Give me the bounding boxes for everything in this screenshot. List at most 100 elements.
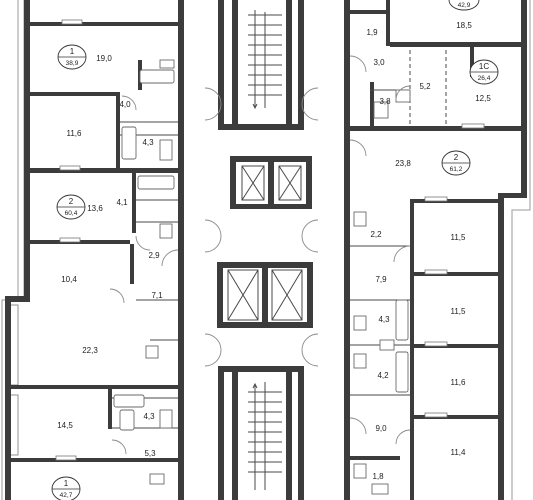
door-swing-icon	[111, 439, 127, 455]
window-icon	[424, 412, 448, 418]
core-wall	[218, 368, 224, 500]
bathtub-icon	[137, 175, 175, 190]
toilet-icon	[353, 353, 367, 369]
room-area-label: 3,8	[379, 97, 391, 106]
corridor-wall	[344, 0, 350, 500]
core-wall	[218, 0, 224, 130]
exterior-wall	[5, 300, 11, 500]
right-apartment-block	[344, 0, 531, 500]
partition-wall	[116, 96, 120, 168]
lift-wall	[262, 262, 268, 328]
room-area-label: 4,0	[119, 100, 131, 109]
central-core	[204, 0, 319, 500]
window-icon	[59, 165, 81, 171]
room-area-label: 10,4	[61, 275, 77, 284]
room-area-label: 1,8	[372, 472, 384, 481]
elevator-shaft	[278, 165, 302, 201]
apartment-area: 38,9	[66, 60, 79, 67]
thin-partition	[112, 121, 178, 429]
bathtub-icon	[119, 409, 135, 431]
door-swing-icon	[301, 87, 319, 121]
apartment-area: 61,2	[450, 166, 463, 173]
room-area-label: 9,0	[375, 424, 387, 433]
window-icon	[61, 19, 83, 25]
partition-wall	[412, 344, 498, 348]
elevator-cross-icon	[271, 269, 303, 321]
bathtub-icon	[121, 126, 137, 160]
toilet-icon	[159, 139, 173, 161]
door-swing-icon	[109, 288, 125, 304]
window-icon	[424, 196, 448, 202]
room-area-label: 2,9	[148, 251, 160, 260]
room-area-label: 22,3	[82, 346, 98, 355]
door-swing-icon	[204, 219, 222, 253]
elevator-shaft	[241, 165, 265, 201]
room-area-label: 4,3	[378, 315, 390, 324]
core-wall	[218, 124, 304, 130]
bathtub-icon	[113, 394, 145, 408]
room-area-label: 3,0	[373, 58, 385, 67]
door-swing-icon	[349, 417, 367, 435]
door-swing-icon	[349, 139, 367, 157]
window-icon	[461, 123, 485, 129]
elevator-shaft	[271, 269, 303, 321]
partition-wall	[412, 415, 498, 419]
core-wall	[298, 368, 304, 500]
apartment-badge: 1С 26,4	[469, 59, 499, 85]
room-area-label: 23,8	[395, 159, 411, 168]
room-area-label: 4,2	[377, 371, 389, 380]
apartment-badge: 42,9	[448, 0, 480, 11]
lift-wall	[230, 204, 312, 209]
lift-wall	[230, 156, 236, 208]
room-area-label: 7,1	[151, 291, 163, 300]
door-swing-icon	[121, 95, 137, 111]
door-swing-icon	[161, 249, 179, 267]
sink-icon	[159, 59, 175, 69]
room-area-label: 11,6	[451, 378, 467, 387]
door-swing-icon	[204, 333, 222, 367]
bathtub-icon	[395, 351, 409, 393]
elevator-cross-icon	[227, 269, 259, 321]
room-area-label: 4,3	[143, 412, 155, 421]
partition-wall	[30, 168, 178, 173]
apartment-badge: 2 61,2	[441, 150, 471, 176]
door-swing-icon	[395, 85, 411, 101]
partition-wall	[470, 47, 474, 77]
window-strip	[9, 304, 19, 386]
elevator-cross-icon	[241, 165, 265, 201]
room-area-label: 5,3	[144, 449, 156, 458]
apartment-badge: 1 38,9	[57, 44, 87, 70]
toilet-icon	[159, 223, 173, 239]
left-apartment-block	[1, 0, 184, 500]
door-swing-icon	[301, 333, 319, 367]
partition-wall	[30, 22, 178, 26]
room-area-label: 2,2	[370, 230, 382, 239]
door-swing-icon	[349, 55, 367, 73]
sink-icon	[379, 339, 395, 351]
window-strip	[9, 394, 19, 456]
apartment-room-count: 1	[64, 479, 69, 488]
partition-wall	[11, 385, 178, 389]
exterior-wall	[24, 0, 30, 300]
exterior-wall	[5, 296, 30, 302]
dashed-divider	[409, 50, 447, 126]
apartment-badge: 2 60,4	[56, 194, 86, 220]
door-swing-icon	[393, 245, 411, 263]
door-swing-icon	[204, 87, 222, 121]
partition-wall	[108, 389, 112, 429]
lift-wall	[306, 156, 312, 208]
window-icon	[55, 455, 77, 461]
partition-wall	[410, 199, 414, 500]
sink-icon	[371, 483, 389, 495]
apartment-area: 26,4	[478, 75, 491, 82]
room-area-label: 19,0	[96, 54, 112, 63]
stair-wall	[286, 0, 292, 128]
partition-wall	[412, 199, 498, 203]
elevator-cross-icon	[278, 165, 302, 201]
room-area-label: 13,6	[87, 204, 103, 213]
partition-wall	[390, 42, 521, 47]
stair-wall	[232, 372, 238, 500]
sink-icon	[145, 345, 159, 359]
sink-icon	[149, 473, 165, 485]
